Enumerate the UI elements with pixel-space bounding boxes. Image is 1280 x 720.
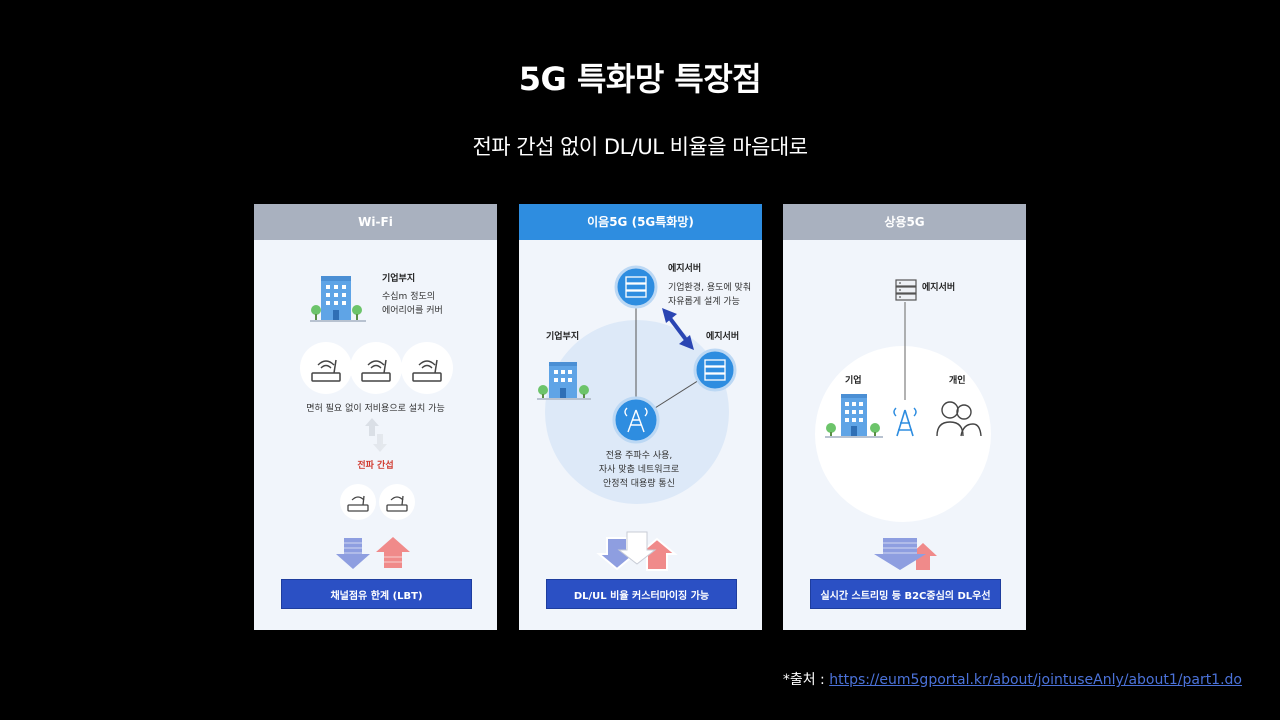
eum5g-footer-label: DL/UL 비율 커스터마이징 가능 [546,579,737,609]
panel-commercial-5g: 상용5G [783,204,1026,630]
wifi-footer-label: 채널점유 한계 (LBT) [281,579,472,609]
edge-server-desc: 자유롭게 설계 가능 [668,297,740,307]
panel-header-wifi: Wi-Fi [254,204,497,240]
site-label: 기업부지 [382,274,416,284]
router-icon [401,342,453,394]
commercial-5g-diagram [815,279,991,570]
edge-server-label: 에지서버 [922,283,956,293]
site-desc: 에어리어를 커버 [382,306,443,316]
traffic-arrows-faded-icon [365,418,387,452]
page-title: 5G 특화망 특장점 [518,60,762,98]
source-prefix: *출처 : [782,672,830,688]
frequency-desc: 자사 맞춤 네트워크로 [598,465,680,475]
router-icon [379,484,415,520]
edge-server-label: 에지서버 [668,264,702,274]
panel-eum5g: 이음5G (5G특화망) [519,204,762,630]
source-link[interactable]: https://eum5gportal.kr/about/jointuseAnl… [829,672,1242,688]
router-icon [340,484,376,520]
site-label: 기업부지 [546,332,580,342]
router-icon [350,342,402,394]
building-icon [825,394,883,438]
commercial-5g-footer-label: 실시간 스트리밍 등 B2C중심의 DL우선 [810,579,1001,609]
panel-header-commercial-5g: 상용5G [783,204,1026,240]
antenna-tower-icon [893,407,917,437]
wifi-diagram [300,276,453,569]
interference-label: 전파 간섭 [357,461,394,471]
building-icon [537,362,591,400]
install-note: 면허 필요 없이 저비용으로 설치 가능 [306,404,445,414]
source-citation: *출처 : https://eum5gportal.kr/about/joint… [783,669,1242,689]
bidirectional-arrow-icon [662,308,694,350]
page-subtitle: 전파 간섭 없이 DL/UL 비율을 마음대로 [472,135,808,159]
individual-label: 개인 [949,376,966,386]
router-icon [300,342,352,394]
dl-ul-arrows-icon [596,531,678,571]
people-icon [936,401,982,437]
eum5g-diagram [537,265,737,571]
panel-header-eum5g: 이음5G (5G특화망) [519,204,762,240]
edge-server-label: 에지서버 [706,332,740,342]
dl-ul-arrows-icon [336,537,410,569]
enterprise-label: 기업 [845,376,862,386]
frequency-desc: 전용 주파수 사용, [605,451,673,461]
edge-server-icon [614,265,658,309]
edge-server-icon [693,348,737,392]
frequency-desc: 안정적 대용량 통신 [603,479,675,489]
dl-ul-arrows-icon [874,538,937,570]
site-desc: 수십m 정도의 [382,292,436,302]
building-icon [310,276,366,322]
panel-wifi: Wi-Fi [254,204,497,630]
antenna-tower-icon [612,396,660,444]
coverage-area [815,346,991,522]
edge-server-icon [895,279,917,301]
edge-server-desc: 기업환경, 용도에 맞춰 [668,283,752,293]
